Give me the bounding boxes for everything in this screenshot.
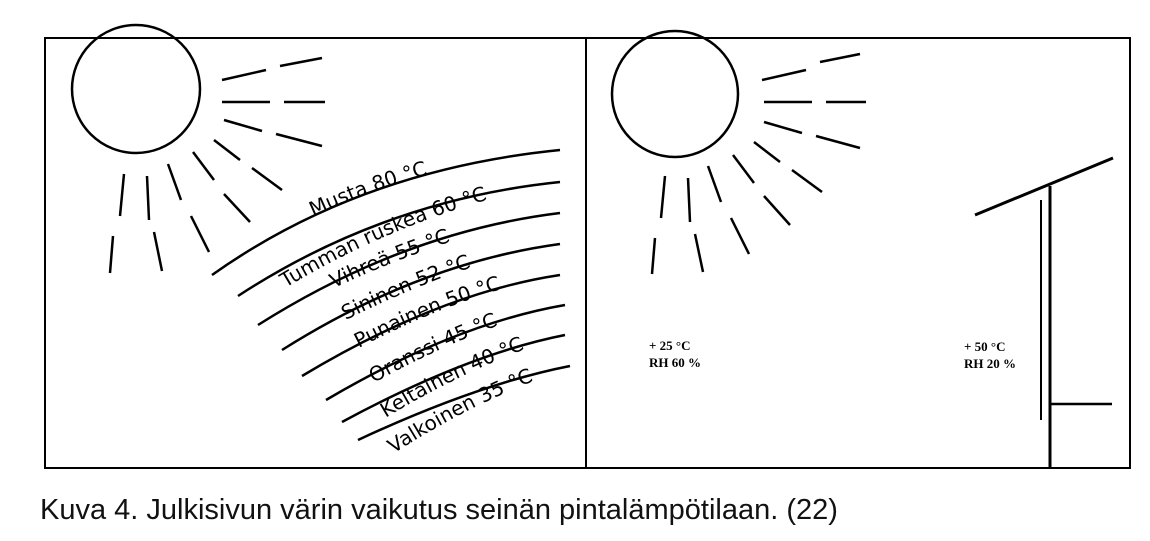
outside-rh-label: RH 60 % — [649, 355, 701, 370]
arc-6 — [341, 333, 566, 424]
arc-7 — [357, 364, 571, 442]
arc-4 — [301, 273, 561, 378]
right-panel-frame — [585, 37, 1131, 469]
wall-rh-label: RH 20 % — [964, 356, 1016, 371]
right-sun-icon — [610, 29, 866, 275]
arc-2 — [257, 211, 561, 327]
left-sun-icon — [70, 23, 325, 274]
arc-1 — [237, 180, 561, 298]
arc-0 — [211, 148, 561, 277]
figure-caption: Kuva 4. Julkisivun värin vaikutus seinän… — [40, 494, 838, 526]
outside-temp-label: + 25 °C — [649, 338, 691, 353]
wall-structure — [974, 156, 1114, 468]
arc-5 — [325, 303, 566, 402]
arc-3 — [281, 242, 561, 352]
wall-temp-label: + 50 °C — [964, 339, 1006, 354]
facade-color-diagram: Musta 80 °C Tumman ruskea 60 °C Vihreä 5… — [44, 23, 1131, 469]
